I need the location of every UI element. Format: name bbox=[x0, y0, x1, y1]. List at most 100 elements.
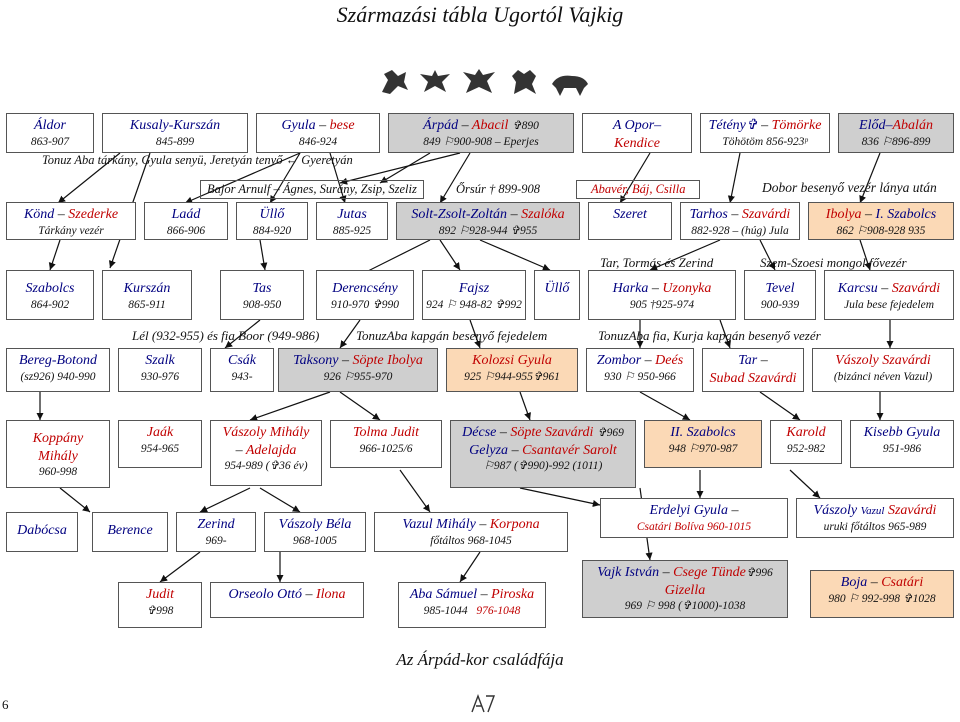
box-kolozsi[interactable]: Kolozsi Gyula 925 ⚐944-955✞961 bbox=[446, 348, 578, 392]
person-name: Berence bbox=[107, 523, 153, 538]
box-derencseny[interactable]: Derencsény 910-970 ✞990 bbox=[316, 270, 414, 320]
box-vajk[interactable]: Vajk István – Csege Tünde✞996 Gizella 96… bbox=[582, 560, 788, 618]
box-berence[interactable]: Berence bbox=[92, 512, 168, 552]
lion-icon bbox=[508, 66, 542, 103]
box-zombor[interactable]: Zombor – Deés 930 ⚐ 950-966 bbox=[586, 348, 694, 392]
person-name: Könd bbox=[23, 207, 55, 222]
box-opor[interactable]: A Opor– Kendice bbox=[582, 113, 692, 153]
person-name-2: Gelyza bbox=[469, 442, 509, 458]
person-name: Boja bbox=[840, 575, 868, 590]
person-name: Kusaly-Kurszán bbox=[129, 118, 221, 133]
person-dates: 885-925 bbox=[332, 224, 372, 237]
box-karold[interactable]: Karold 952-982 bbox=[770, 420, 842, 464]
spouse-name: Abacil bbox=[471, 118, 509, 133]
death-year: ✞890 bbox=[511, 120, 539, 132]
person-name: Áldor bbox=[34, 118, 66, 133]
box-tolma[interactable]: Tolma Judit 966-1025/6 bbox=[330, 420, 442, 468]
person-name: Kurszán bbox=[123, 281, 171, 296]
box-vazul[interactable]: Vazul Mihály – Korpona főtáltos 968-1045 bbox=[374, 512, 568, 552]
box-ullo2[interactable]: Üllő bbox=[534, 270, 580, 320]
person-dates: (sz926) 940-990 bbox=[20, 370, 96, 383]
box-vaszolyvazul[interactable]: Vászoly Vazul Szavárdi uruki főtáltos 96… bbox=[796, 498, 954, 538]
box-fajsz[interactable]: Fajsz 924 ⚐ 948-82 ✞992 bbox=[422, 270, 526, 320]
person-dates: főtáltos 968-1045 bbox=[430, 534, 512, 547]
box-jutas[interactable]: Jutas 885-925 bbox=[316, 202, 388, 240]
box-szabolcs[interactable]: Szabolcs 864-902 bbox=[6, 270, 94, 320]
person-name: Dabócsa bbox=[17, 523, 67, 538]
person-dates: 925 ⚐944-955✞961 bbox=[464, 370, 560, 383]
box-erdelyi[interactable]: Erdelyi Gyula – Csatári Bolíva 960-1015 bbox=[600, 498, 788, 538]
person-name: Jutas bbox=[337, 207, 367, 222]
person-name-2: Mihály bbox=[38, 448, 78, 464]
box-szeret[interactable]: Szeret bbox=[588, 202, 672, 240]
person-name: Tas bbox=[252, 281, 272, 296]
box-tevel[interactable]: Tevel 900-939 bbox=[744, 270, 816, 320]
separator: – bbox=[235, 442, 246, 458]
box-kond[interactable]: Könd – Szederke Tárkány vezér bbox=[6, 202, 136, 240]
person-dates: 905 †925-974 bbox=[629, 298, 695, 311]
page-title: Származási tábla Ugortól Vajkig bbox=[336, 2, 624, 27]
separator: – bbox=[507, 207, 522, 222]
box-arpad[interactable]: Árpád – Abacil ✞890 849 ⚐900-908 – Eperj… bbox=[388, 113, 574, 153]
box-aldor[interactable]: Áldor 863-907 bbox=[6, 113, 94, 153]
death-year: ✞969 bbox=[596, 427, 624, 439]
person-name: Aba Sámuel bbox=[409, 587, 478, 602]
bajor-label: Bajor Arnulf – Ágnes, Surány, Zsip, Szel… bbox=[200, 180, 424, 199]
box-judit[interactable]: Judit ✞998 bbox=[118, 582, 202, 628]
box-orseolo[interactable]: Orseolo Ottó – Ilona bbox=[210, 582, 364, 618]
person-dates: 943- bbox=[231, 370, 253, 383]
box-kisebb[interactable]: Kisebb Gyula 951-986 bbox=[850, 420, 954, 468]
box-ullo1[interactable]: Üllő 884-920 bbox=[236, 202, 308, 240]
box-tarhos[interactable]: Tarhos – Szavárdi 882-928 – (húg) Jula bbox=[680, 202, 800, 240]
box-iiszabolcs[interactable]: II. Szabolcs 948 ⚐970-987 bbox=[644, 420, 762, 468]
person-dates: 954-965 bbox=[140, 442, 180, 455]
spouse-name: Ilona bbox=[315, 587, 346, 602]
box-solt[interactable]: Solt-Zsolt-Zoltán – Szalóka 892 ⚐928-944… bbox=[396, 202, 580, 240]
separator: – bbox=[648, 281, 663, 296]
person-dates: 910-970 ✞990 bbox=[330, 298, 400, 311]
person-dates: 862 ⚐908-928 935 bbox=[836, 224, 926, 237]
box-dabocsa[interactable]: Dabócsa bbox=[6, 512, 78, 552]
separator: – bbox=[757, 118, 772, 133]
box-laad[interactable]: Laád 866-906 bbox=[144, 202, 228, 240]
spouse-name: Söpte Ibolya bbox=[352, 353, 423, 368]
box-ibolya[interactable]: Ibolya – I. Szabolcs 862 ⚐908-928 935 bbox=[808, 202, 954, 240]
person-name: Harka bbox=[612, 281, 649, 296]
person-dates: 960-998 bbox=[38, 466, 78, 478]
person-dates: 849 ⚐900-908 – Eperjes bbox=[423, 135, 539, 148]
separator: – bbox=[54, 207, 69, 222]
box-zerind[interactable]: Zerind 969- bbox=[176, 512, 256, 552]
box-csak[interactable]: Csák 943- bbox=[210, 348, 274, 392]
spouse-name: Deés bbox=[655, 353, 684, 368]
box-koppany[interactable]: Koppány Mihály 960-998 bbox=[6, 420, 110, 488]
box-gyula[interactable]: Gyula – bese 846-924 bbox=[256, 113, 380, 153]
box-szalk[interactable]: Szalk 930-976 bbox=[118, 348, 202, 392]
tar-tormas-label: Tar, Tormás és Zerind bbox=[600, 255, 714, 270]
box-kusaly[interactable]: Kusaly-Kurszán 845-899 bbox=[102, 113, 248, 153]
box-abasamuel[interactable]: Aba Sámuel – Piroska 985-1044 976-1048 bbox=[398, 582, 546, 628]
box-jaak[interactable]: Jaák 954-965 bbox=[118, 420, 202, 468]
box-teteny[interactable]: Tétény✞ – Tömörke Töhötöm 856-923ᵖ bbox=[700, 113, 830, 153]
box-karcsu[interactable]: Karcsu – Szavárdi Jula bese fejedelem bbox=[824, 270, 954, 320]
box-boja[interactable]: Boja – Csatári 980 ⚐ 992-998 ✞1028 bbox=[810, 570, 954, 618]
spouse-name: Judit bbox=[391, 425, 419, 440]
box-vaszoly1[interactable]: Vászoly Szavárdi (bizánci néven Vazul) bbox=[812, 348, 954, 392]
box-vaszolybela[interactable]: Vászoly Béla 968-1005 bbox=[264, 512, 366, 552]
box-harka[interactable]: Harka – Uzonyka 905 †925-974 bbox=[588, 270, 736, 320]
box-decse[interactable]: Décse – Söpte Szavárdi ✞969 Gelyza – Csa… bbox=[450, 420, 636, 488]
box-kurszan[interactable]: Kurszán 865-911 bbox=[102, 270, 192, 320]
person-dates: Jula bese fejedelem bbox=[843, 298, 935, 311]
box-vaszolymihaly[interactable]: Vászoly Mihály – Adelajda 954-989 (✞36 é… bbox=[210, 420, 322, 486]
separator: – bbox=[315, 118, 330, 133]
separator: – bbox=[867, 575, 882, 590]
box-tar[interactable]: Tar – Subad Szavárdi bbox=[702, 348, 804, 392]
box-tas[interactable]: Tas 908-950 bbox=[220, 270, 304, 320]
separator: – bbox=[727, 207, 742, 222]
box-elod[interactable]: Előd–Abalán 836 ⚐896-899 bbox=[838, 113, 954, 153]
spouse-dates: 976-1048 bbox=[476, 604, 521, 617]
box-taksony[interactable]: Taksony – Söpte Ibolya 926 ⚐955-970 bbox=[278, 348, 438, 392]
footer-title: Az Árpád-kor családfája bbox=[396, 650, 564, 669]
person-name: Vajk István bbox=[597, 565, 660, 580]
box-bereg[interactable]: Bereg-Botond (sz926) 940-990 bbox=[6, 348, 110, 392]
separator: – bbox=[727, 503, 739, 518]
